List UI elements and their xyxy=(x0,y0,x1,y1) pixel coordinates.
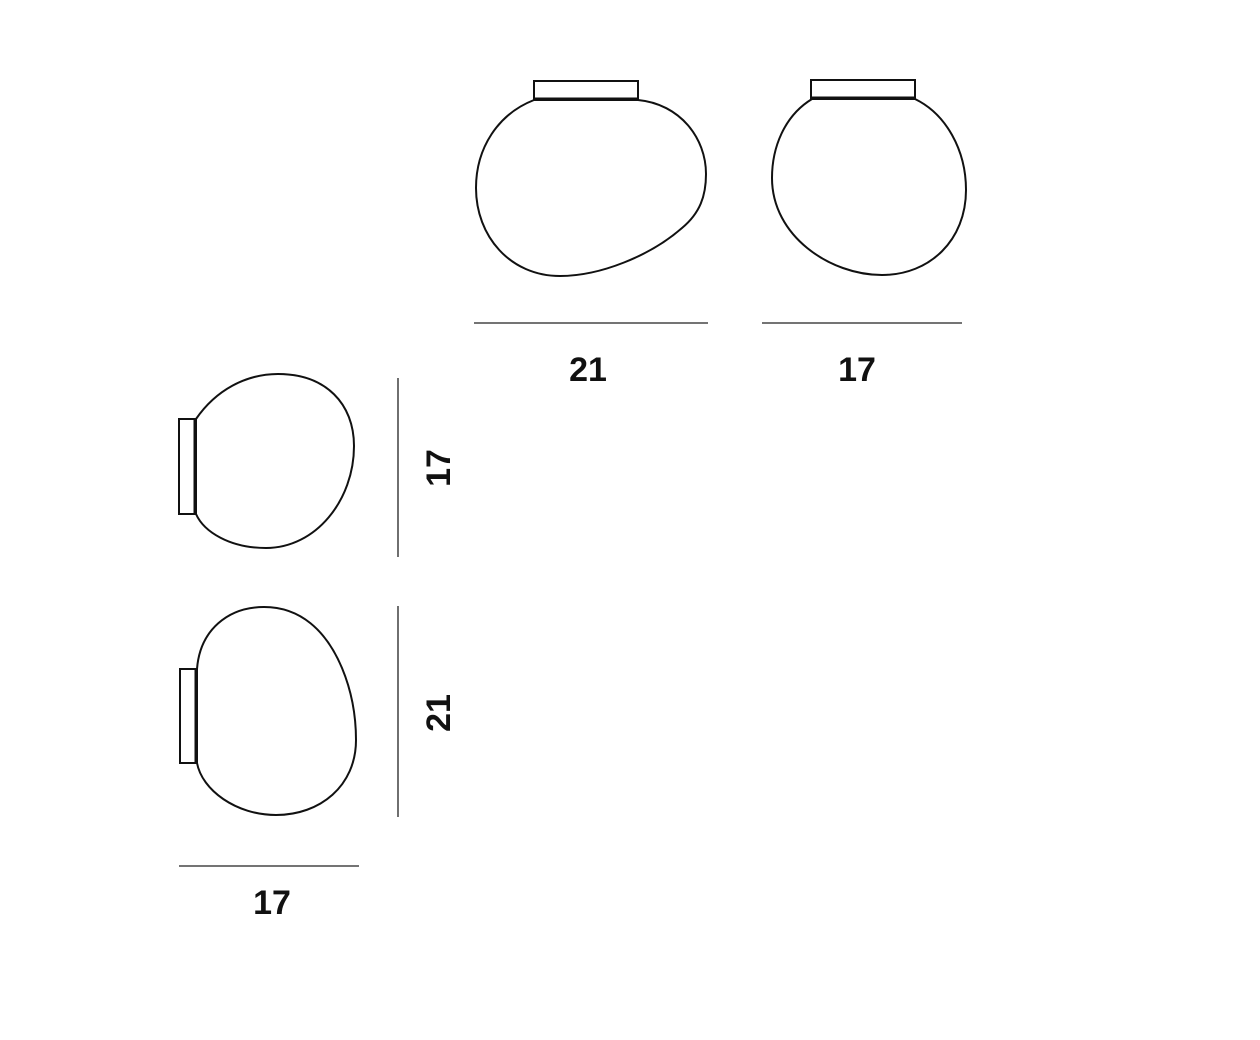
glass-diffuser-side xyxy=(771,98,967,276)
width-label-side: 17 xyxy=(838,351,876,389)
ceiling-mount-plate-front xyxy=(533,80,639,100)
width-label-front: 21 xyxy=(569,351,607,389)
glass-diffuser-wall-side xyxy=(195,373,355,549)
wall-lamp-front-view: 21 17 xyxy=(179,606,458,922)
wall-mount-plate-front xyxy=(179,668,197,764)
height-label-wall-front: 21 xyxy=(420,694,458,732)
glass-diffuser-wall-front xyxy=(196,606,357,816)
ceiling-lamp-side-view: 17 xyxy=(762,79,967,389)
wall-mount-plate-side xyxy=(178,418,196,515)
height-label-wall-side: 17 xyxy=(420,449,458,487)
glass-diffuser-front xyxy=(475,99,707,277)
ceiling-mount-plate-side xyxy=(810,79,916,99)
ceiling-lamp-front-view: 21 xyxy=(474,80,708,389)
width-label-wall-front: 17 xyxy=(253,884,291,922)
wall-lamp-side-view: 17 xyxy=(178,373,458,557)
